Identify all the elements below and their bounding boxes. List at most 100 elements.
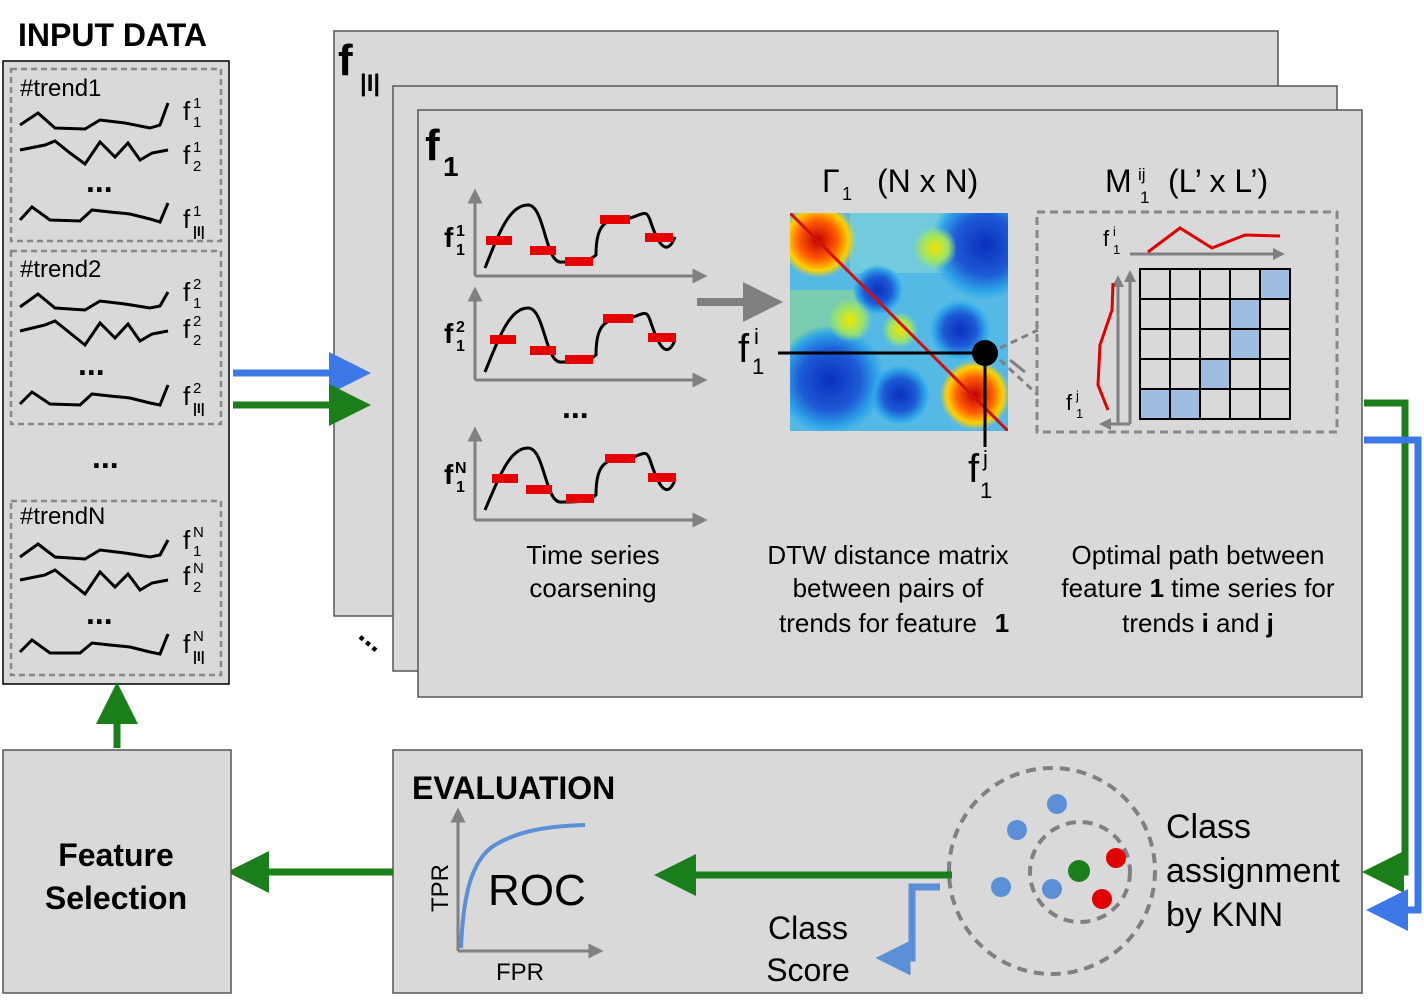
- zoom-connector: [1009, 358, 1026, 374]
- trend-ellipsis: ...: [86, 163, 113, 199]
- svg-text:1: 1: [443, 151, 459, 182]
- feature-label: f 1 2: [183, 139, 201, 175]
- trend-ellipsis: ...: [78, 346, 105, 382]
- svg-text:ij: ij: [1138, 165, 1146, 184]
- svg-text:2: 2: [193, 579, 201, 596]
- svg-text:2: 2: [193, 276, 201, 293]
- svg-text:N: N: [193, 560, 204, 577]
- features-to-knn-arrow-green: [1362, 399, 1409, 893]
- trend-series-line: [19, 291, 170, 312]
- feature-label: f 1 1: [183, 95, 201, 131]
- dtw-distance-heatmap: [790, 213, 1008, 431]
- svg-text:1: 1: [193, 543, 201, 560]
- feature-panel-back-label: f |I|: [338, 36, 380, 97]
- feature-selection-panel: [2, 749, 232, 994]
- svg-text:f: f: [183, 381, 191, 411]
- svg-text:coarsening: coarsening: [529, 573, 656, 603]
- zoom-connector: [998, 358, 1040, 397]
- svg-text:feature 1 time series for: feature 1 time series for: [1061, 573, 1334, 603]
- matrix-col-label: f j 1: [968, 446, 992, 503]
- input-data-title: INPUT DATA: [18, 17, 207, 53]
- trend-series-line: [18, 202, 170, 224]
- svg-text:f: f: [183, 561, 191, 591]
- path-axis-top-label: f i 1: [1103, 224, 1120, 257]
- optimal-path-title: M ij 1 (L’ x L’): [1105, 163, 1268, 207]
- svg-text:2: 2: [456, 319, 465, 336]
- svg-text:f: f: [183, 140, 191, 170]
- knn-label: Class assignment by KNN: [1166, 808, 1340, 934]
- roc-y-axis-label: TPR: [427, 864, 454, 912]
- feature-stack-ellipsis: ...: [352, 617, 392, 658]
- svg-text:1: 1: [1076, 406, 1083, 421]
- svg-text:1: 1: [193, 139, 201, 156]
- svg-text:2: 2: [193, 313, 201, 330]
- coarsening-plot-2: [467, 286, 708, 388]
- svg-text:f: f: [444, 318, 454, 349]
- svg-text:1: 1: [193, 203, 201, 220]
- roc-plot: ROC TPR FPR: [427, 807, 604, 986]
- svg-text:Time series: Time series: [526, 540, 659, 570]
- dtw-matrix-title: Γ 1 (N x N): [822, 163, 978, 204]
- matrix-cell-marker: [972, 340, 998, 366]
- svg-text:|I|: |I|: [193, 400, 205, 416]
- svg-text:f: f: [338, 36, 353, 85]
- svg-text:f: f: [444, 459, 454, 490]
- svg-text:1: 1: [193, 95, 201, 112]
- svg-text:Feature: Feature: [58, 837, 174, 873]
- class-score-label: Class Score: [766, 910, 850, 988]
- svg-text:DTW distance matrix: DTW distance matrix: [767, 540, 1008, 570]
- feature-selection-label: Feature Selection: [45, 837, 187, 916]
- svg-text:i: i: [1113, 224, 1116, 239]
- feature-panel-front-label: f 1: [425, 121, 459, 182]
- evaluation-title: EVALUATION: [412, 770, 615, 806]
- svg-text:1: 1: [752, 354, 764, 379]
- roc-curve: [459, 823, 586, 949]
- trend-series-line: [19, 139, 169, 167]
- trend-group-label: #trend2: [20, 256, 101, 283]
- feature-label: f 2 |I|: [183, 380, 205, 416]
- trend-series-line: [18, 384, 170, 407]
- trend-series-line: [19, 539, 170, 561]
- svg-text:1: 1: [1140, 188, 1149, 207]
- svg-text:|I|: |I|: [193, 223, 205, 239]
- series-j-trace: [1096, 282, 1115, 411]
- coarsening-series-curve: [483, 446, 677, 511]
- warping-path-grid: [1139, 268, 1291, 420]
- roc-label: ROC: [488, 866, 586, 915]
- svg-text:f: f: [183, 525, 191, 555]
- series-label-f1-1: f 1 1: [444, 222, 465, 259]
- svg-text:1: 1: [1113, 242, 1120, 257]
- series-label-f1-2: f 2 1: [444, 318, 465, 355]
- svg-text:N: N: [455, 460, 467, 477]
- roc-x-axis-label: FPR: [496, 959, 544, 986]
- knn-outer-radius: [947, 766, 1157, 976]
- svg-text:1: 1: [193, 114, 201, 131]
- svg-text:assignment: assignment: [1166, 852, 1340, 890]
- svg-text:f: f: [183, 96, 191, 126]
- svg-text:|I|: |I|: [193, 648, 205, 664]
- svg-text:f: f: [444, 222, 454, 253]
- svg-text:trends for feature: trends for feature: [779, 608, 977, 638]
- knn-neighborhood: [947, 766, 1157, 976]
- svg-text:Score: Score: [766, 952, 850, 988]
- coarsening-caption: Time series coarsening: [526, 540, 659, 603]
- trend-group-1: #trend1 ... f 1 1 f 1 2 f 1 |I|: [9, 67, 223, 243]
- matrix-row-label: f i 1: [738, 324, 764, 379]
- svg-text:f: f: [183, 204, 191, 234]
- neighbor-point-blue: [991, 877, 1011, 897]
- feature-label: f N 1: [183, 524, 204, 560]
- feature-label: f 2 2: [183, 313, 201, 349]
- svg-text:i: i: [754, 324, 759, 349]
- trend-ellipsis: ...: [86, 595, 113, 631]
- svg-text:Class: Class: [1166, 808, 1251, 846]
- query-point: [1068, 860, 1090, 882]
- feature-label: f N |I|: [183, 628, 205, 664]
- trend-series-line: [19, 319, 169, 348]
- trend-group-label: #trend1: [20, 75, 101, 102]
- trend-series-line: [19, 102, 170, 131]
- svg-text:Γ: Γ: [822, 163, 840, 199]
- svg-text:1: 1: [456, 242, 465, 259]
- svg-text:j: j: [982, 446, 988, 471]
- svg-text:f: f: [1103, 226, 1110, 251]
